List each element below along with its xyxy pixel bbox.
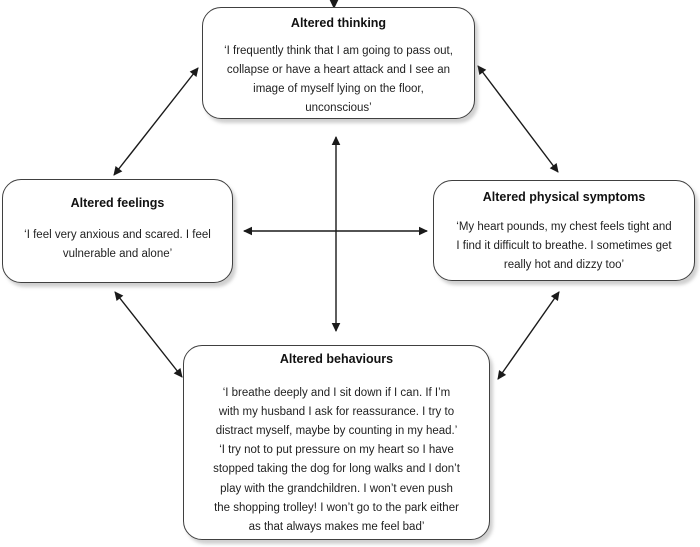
box-altered-behaviours-quote-1: ‘I breathe deeply and I sit down if I ca… — [215, 386, 458, 437]
box-altered-behaviours-title: Altered behaviours — [279, 352, 394, 366]
box-altered-thinking-quote: ‘I frequently think that I am going to p… — [224, 44, 453, 115]
box-altered-feelings: Altered feelings ‘I feel very anxious an… — [2, 179, 233, 283]
arrow-feelings-behaviours — [114, 291, 183, 378]
box-altered-behaviours: Altered behaviours ‘I breathe deeply and… — [183, 345, 490, 540]
arrow-thinking-feelings — [113, 67, 199, 176]
box-altered-feelings-quote: ‘I feel very anxious and scared. I feel … — [24, 228, 211, 260]
box-altered-thinking-title: Altered thinking — [290, 16, 387, 30]
box-altered-physical-symptoms-quote: ‘My heart pounds, my chest feels tight a… — [456, 220, 672, 271]
box-altered-thinking: Altered thinking ‘I frequently think tha… — [202, 7, 475, 119]
box-altered-feelings-title: Altered feelings — [70, 196, 165, 210]
box-altered-behaviours-quote-2: ‘I try not to put pressure on my heart s… — [213, 444, 460, 533]
box-altered-physical-symptoms-title: Altered physical symptoms — [482, 190, 646, 204]
arrow-thinking-symptoms — [477, 65, 559, 173]
arrow-symptoms-behaviours — [497, 291, 560, 380]
box-altered-physical-symptoms: Altered physical symptoms ‘My heart poun… — [433, 180, 695, 281]
